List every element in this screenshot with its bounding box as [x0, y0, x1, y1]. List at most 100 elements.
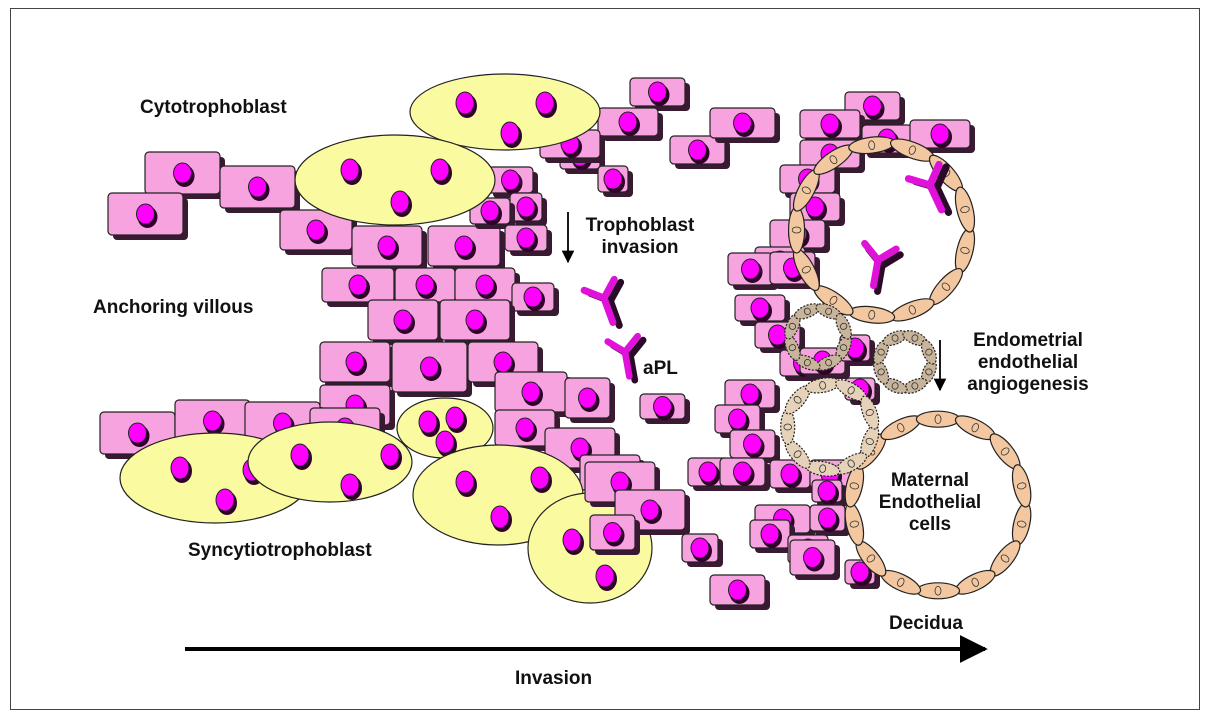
endothelial-cell [781, 410, 795, 445]
cell-nucleus [524, 287, 542, 307]
invasion-label: Invasion [515, 668, 592, 690]
trophoblast-cell [392, 342, 472, 397]
cell-nucleus [466, 310, 484, 330]
cell-nucleus [394, 310, 412, 330]
endothelial-cell [888, 294, 937, 325]
trophoblast-cell [505, 225, 552, 256]
cell-nucleus [604, 523, 622, 543]
trophoblast-cell [320, 342, 395, 387]
cell-nucleus [531, 467, 549, 489]
cell-nucleus [421, 357, 439, 377]
trophoblast-cell [800, 110, 865, 143]
cell-nucleus [579, 388, 597, 408]
trophoblast-cell [565, 378, 615, 423]
cell-nucleus [804, 548, 822, 568]
cell-nucleus [378, 236, 396, 256]
trophoblast-cell [352, 226, 427, 271]
remodeling-vessel-right [871, 328, 940, 397]
endothelial-cell [952, 226, 979, 275]
cell-nucleus [137, 204, 155, 224]
cell-nucleus [649, 82, 667, 102]
cell-nucleus [522, 382, 540, 402]
cell-nucleus [864, 96, 882, 116]
cell-nucleus [419, 411, 437, 433]
cell-nucleus [691, 538, 709, 558]
endothelial-cell [952, 185, 979, 234]
syncytiotrophoblast-cell [295, 135, 495, 225]
trophoblast-cell [790, 540, 840, 580]
cell-nucleus [536, 92, 554, 114]
cell-nucleus [416, 275, 434, 295]
trophoblast-cell [598, 108, 663, 141]
anchoring-villous-label: Anchoring villous [93, 297, 253, 319]
cell-nucleus [689, 140, 707, 160]
trophoblast-cell [710, 108, 780, 143]
endothelial-cell [916, 411, 959, 427]
trophoblast-cell [812, 480, 847, 507]
trophoblast-invasion-label: Trophoblast invasion [575, 215, 705, 259]
cell-nucleus [641, 500, 659, 520]
cell-nucleus [216, 489, 234, 511]
cell-nucleus [204, 411, 222, 431]
trophoblast-cell [108, 193, 188, 240]
endometrial-angiogenesis-label: Endometrial endothelial angiogenesis [948, 330, 1108, 396]
endothelial-cell [789, 207, 805, 253]
cell-nucleus [491, 506, 509, 528]
cell-nucleus [341, 474, 359, 496]
cell-nucleus [818, 481, 836, 501]
cell-nucleus [744, 434, 762, 454]
cell-nucleus [456, 471, 474, 493]
cell-nucleus [742, 259, 760, 279]
syncytiotrophoblast-cell [248, 422, 412, 502]
trophoblast-cell [590, 515, 640, 555]
apl-antibody [584, 278, 634, 333]
endothelial-cell [1009, 501, 1034, 547]
trophoblast-cell [428, 226, 505, 271]
cell-nucleus [781, 464, 799, 484]
cell-nucleus [619, 112, 637, 132]
cell-nucleus [341, 159, 359, 181]
cell-nucleus [734, 113, 752, 133]
trophoblast-cell [512, 283, 559, 316]
cell-nucleus [699, 462, 717, 482]
cell-nucleus [769, 325, 787, 345]
trophoblast-cell [720, 458, 770, 491]
cell-nucleus [516, 418, 534, 438]
cell-nucleus [931, 124, 949, 144]
cell-nucleus [729, 580, 747, 600]
endothelial-cell [916, 583, 959, 599]
cell-nucleus [604, 169, 622, 189]
cell-nucleus [729, 409, 747, 429]
cell-nucleus [249, 177, 267, 197]
cell-nucleus [611, 472, 629, 492]
cell-nucleus [476, 275, 494, 295]
maternal-endothelial-cells-label: Maternal Endothelial cells [870, 470, 990, 536]
cell-nucleus [751, 298, 769, 318]
trophoblast-cell [810, 505, 850, 536]
cell-nucleus [821, 114, 839, 134]
endothelial-cell [848, 304, 896, 325]
cell-nucleus [431, 159, 449, 181]
cell-nucleus [741, 384, 759, 404]
cell-nucleus [174, 163, 192, 183]
cell-nucleus [481, 201, 499, 221]
trophoblast-cell [220, 166, 300, 213]
cell-nucleus [307, 220, 325, 240]
trophoblast-cell [640, 394, 690, 424]
cell-nucleus [761, 524, 779, 544]
cell-nucleus [455, 236, 473, 256]
cytotrophoblast-label: Cytotrophoblast [140, 97, 287, 119]
trophoblast-cell [735, 295, 790, 326]
cell-nucleus [436, 431, 454, 453]
cell-nucleus [171, 457, 189, 479]
syncytiotrophoblast-label: Syncytiotrophoblast [188, 540, 372, 562]
trophoblast-cell [710, 575, 770, 610]
cell-nucleus [456, 92, 474, 114]
cell-nucleus [446, 407, 464, 429]
apl-antibody [857, 243, 901, 294]
endothelial-cell [952, 566, 998, 599]
trophoblast-cell [682, 534, 723, 567]
cell-nucleus [517, 228, 535, 248]
syncytiotrophoblast-cell [410, 74, 600, 150]
trophoblast-cell [510, 193, 547, 226]
